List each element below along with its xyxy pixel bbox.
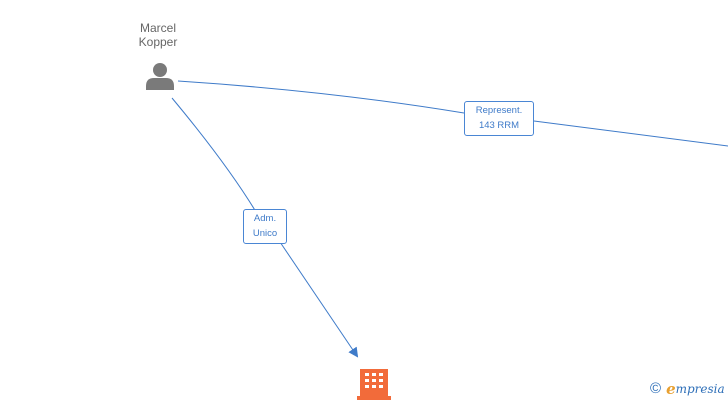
brand-logo-name: mpresia bbox=[675, 382, 725, 396]
empresia-watermark[interactable]: © e mpresia bbox=[650, 380, 725, 398]
edge-label-represent-line2: 143 RRM bbox=[478, 120, 520, 131]
building-icon[interactable] bbox=[357, 369, 391, 400]
edge-label-admin[interactable]: Adm. Unico bbox=[243, 209, 287, 244]
edge-represent-continuation bbox=[533, 120, 728, 147]
copyright-icon: © bbox=[650, 380, 662, 397]
person-name-line1: Marcel bbox=[139, 21, 176, 35]
edge-admin bbox=[171, 97, 263, 223]
edge-admin-arrow bbox=[279, 241, 359, 358]
person-name[interactable]: Marcel Kopper bbox=[118, 21, 198, 49]
person-name-line2: Kopper bbox=[138, 35, 178, 49]
edge-label-represent-line1: Represent. bbox=[475, 105, 523, 116]
edge-label-represent[interactable]: Represent. 143 RRM bbox=[464, 101, 534, 136]
brand-logo-initial: e bbox=[666, 380, 676, 398]
edge-label-admin-line2: Unico bbox=[252, 228, 278, 239]
person-icon[interactable] bbox=[146, 63, 174, 90]
edge-represent bbox=[177, 80, 465, 114]
edge-label-admin-line1: Adm. bbox=[253, 213, 277, 224]
